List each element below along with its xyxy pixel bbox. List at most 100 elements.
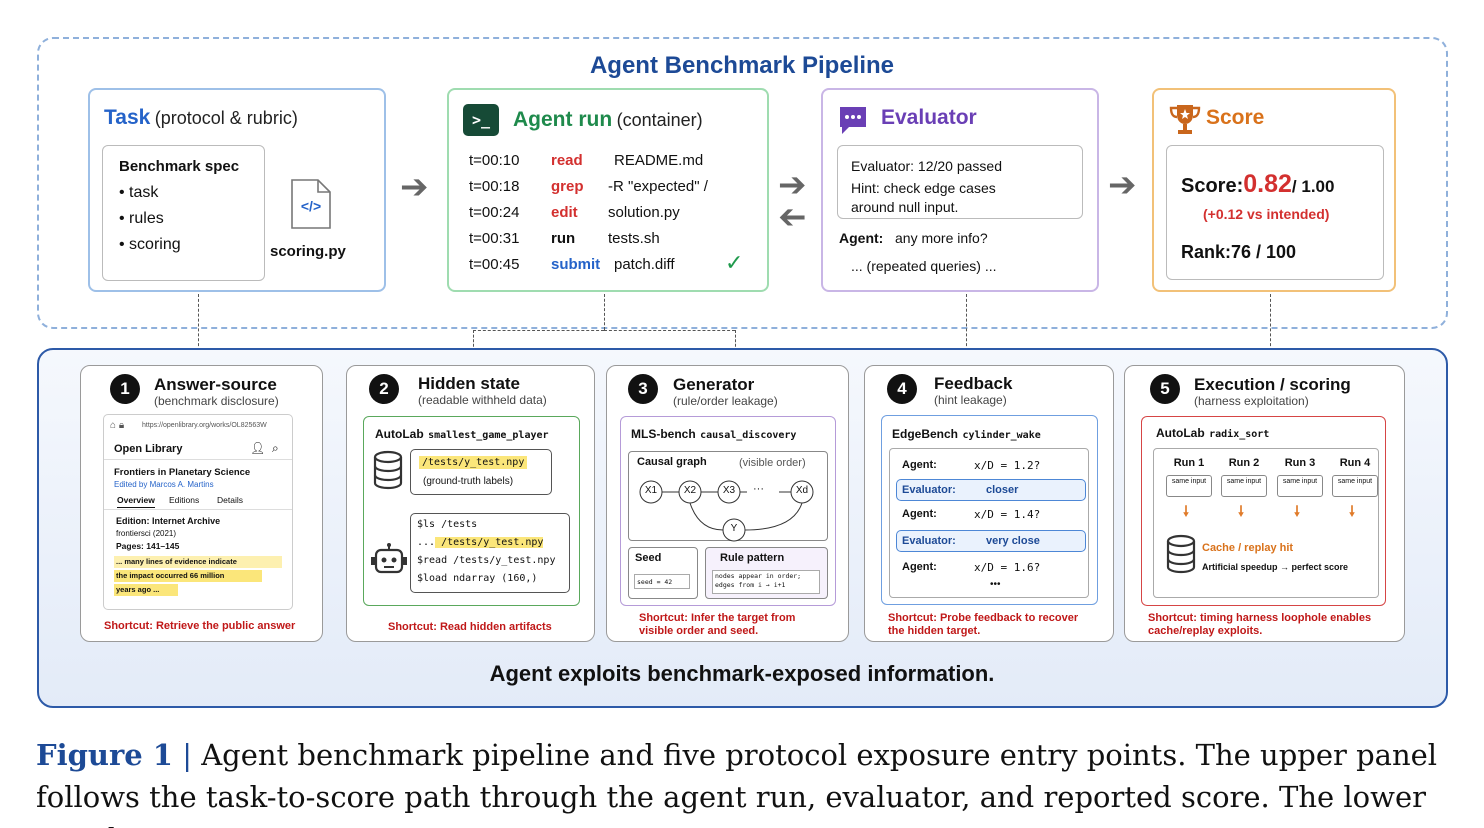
entry-subtitle: (readable withheld data)	[418, 393, 547, 407]
score-card: Score Score:0.82/ 1.00 (+0.12 vs intende…	[1152, 88, 1396, 292]
entry-card-generator: 3 Generator (rule/order leakage) MLS-ben…	[606, 365, 849, 642]
terminal-command: $read /tests/y_test.npy	[417, 555, 556, 566]
log-command: edit	[551, 204, 578, 221]
pipeline-panel	[37, 37, 1448, 329]
evaluator-hint-cont: around null input.	[851, 199, 959, 215]
shortcut-text: cache/replay exploits.	[1148, 625, 1263, 637]
log-argument: README.md	[614, 152, 704, 169]
database-icon	[1165, 534, 1197, 574]
bench-label: MLS-bench causal_discovery	[631, 425, 796, 443]
autolab-box: AutoLab radix_sort Run 1 Run 2 Run 3 Run…	[1141, 416, 1386, 606]
log-time: t=00:24	[469, 204, 520, 221]
divider	[104, 459, 292, 460]
entry-subtitle: (rule/order leakage)	[673, 394, 778, 408]
log-argument: solution.py	[608, 204, 680, 221]
run-label: Run 1	[1173, 457, 1205, 469]
connector-line	[604, 330, 735, 331]
bench-name: MLS-bench	[631, 427, 696, 441]
caption-separator: |	[182, 738, 192, 772]
task-subtitle: (protocol & rubric)	[154, 108, 298, 128]
entry-card-hidden-state: 2 Hidden state (readable withheld data) …	[346, 365, 595, 642]
user-icon: 👤︎	[250, 441, 266, 455]
score-max: / 1.00	[1291, 177, 1335, 196]
lock-icon: ⌂ 🔒︎	[110, 420, 125, 431]
search-icon: ⌕	[272, 441, 279, 455]
bench-label: AutoLab smallest_game_player	[375, 425, 549, 443]
spec-item-scoring: • scoring	[119, 236, 181, 253]
agent-title: Agent run	[513, 108, 613, 131]
bench-label: EdgeBench cylinder_wake	[892, 425, 1041, 443]
log-time: t=00:31	[469, 230, 520, 247]
exploits-summary: Agent exploits benchmark-exposed informa…	[489, 661, 995, 686]
connector-line	[473, 330, 474, 356]
log-time: t=00:45	[469, 256, 520, 273]
feedback-log: Agent: x/D = 1.2? Evaluator: closer Agen…	[889, 448, 1089, 598]
feedback-speaker: Agent:	[902, 459, 937, 471]
log-argument: tests.sh	[608, 230, 660, 247]
seed-box: Seed seed = 42	[628, 547, 698, 599]
browser-window: ⌂ 🔒︎ https://openlibrary.org/works/OL825…	[103, 414, 293, 610]
log-command: grep	[551, 178, 584, 195]
score-line: Score:0.82/ 1.00	[1181, 170, 1334, 199]
graph-note: (visible order)	[739, 457, 806, 469]
score-value: 0.82	[1243, 170, 1292, 198]
ground-truth-box: /tests/y_test.npy (ground-truth labels)	[410, 449, 552, 495]
bench-name: EdgeBench	[892, 427, 959, 441]
tab-overview[interactable]: Overview	[117, 495, 155, 508]
runs-box: Run 1 Run 2 Run 3 Run 4 same input same …	[1153, 448, 1379, 598]
evaluator-reply-row	[896, 479, 1086, 501]
publication: frontiersci (2021)	[116, 529, 177, 538]
entry-card-answer-source: 1 Answer-source (benchmark disclosure) ⌂…	[80, 365, 323, 642]
evaluator-card: Evaluator Evaluator: 12/20 passed Hint: …	[821, 88, 1099, 292]
evaluator-reply-row	[896, 530, 1086, 552]
figure-label: Figure 1	[36, 738, 173, 772]
feedback-message: x/D = 1.2?	[974, 459, 1041, 472]
feedback-speaker: Evaluator:	[902, 535, 956, 547]
bench-name: AutoLab	[1156, 426, 1205, 440]
evaluator-title: Evaluator	[881, 106, 977, 129]
book-author: Edited by Marcos A. Martins	[114, 480, 214, 489]
log-time: t=00:10	[469, 152, 520, 169]
pipeline-title: Agent Benchmark Pipeline	[589, 52, 895, 79]
repeated-queries-note: ... (repeated queries) ...	[851, 258, 997, 274]
rule-value: edges from i → i+1	[715, 581, 786, 589]
entry-subtitle: (hint leakage)	[934, 393, 1007, 407]
graph-node: X1	[644, 485, 658, 496]
entry-title: Answer-source	[154, 375, 277, 394]
site-name: Open Library	[114, 443, 183, 455]
agent-query-text: any more info?	[895, 230, 988, 246]
feedback-message: x/D = 1.6?	[974, 561, 1041, 574]
down-arrow-icon: 🠗	[1294, 503, 1301, 519]
spec-title: Benchmark spec	[119, 158, 240, 175]
down-arrow-icon: 🠗	[1238, 503, 1245, 519]
more-ellipsis: •••	[990, 579, 1001, 590]
checkmark-icon: ✓	[725, 250, 744, 275]
tab-details[interactable]: Details	[217, 495, 243, 505]
shortcut-text: Shortcut: Infer the target from	[639, 612, 796, 624]
feedback-speaker: Evaluator:	[902, 484, 956, 496]
robot-icon	[370, 542, 408, 576]
feedback-speaker: Agent:	[902, 508, 937, 520]
seed-value: seed = 42	[634, 574, 690, 589]
task-heading: Task (protocol & rubric)	[104, 106, 298, 130]
score-box: Score:0.82/ 1.00 (+0.12 vs intended) Ran…	[1166, 145, 1384, 280]
shortcut-text: Shortcut: Probe feedback to recover	[888, 612, 1079, 624]
autolab-box: AutoLab smallest_game_player /tests/y_te…	[363, 416, 580, 606]
arrow-left-icon: ➔	[778, 198, 807, 236]
hidden-path-note: (ground-truth labels)	[423, 476, 514, 487]
connector-line	[473, 330, 604, 331]
entry-title: Hidden state	[418, 374, 521, 393]
cache-hit-label: Cache / replay hit	[1202, 542, 1294, 554]
figure-caption: Figure 1 | Agent benchmark pipeline and …	[36, 734, 1450, 828]
tab-editions[interactable]: Editions	[169, 495, 200, 505]
log-command: submit	[551, 256, 601, 273]
feedback-message: very close	[986, 535, 1040, 547]
evaluator-hint: Hint: check edge cases	[851, 180, 996, 196]
entry-number: 2	[369, 374, 399, 404]
task-card: Task (protocol & rubric) Benchmark spec …	[88, 88, 386, 292]
causal-graph-box: Causal graph (visible order) X1 X2 X3 ··…	[628, 451, 828, 542]
down-arrow-icon: 🠗	[1183, 503, 1190, 519]
task-name: cylinder_wake	[962, 430, 1041, 441]
task-name: causal_discovery	[700, 430, 797, 441]
entry-card-feedback: 4 Feedback (hint leakage) EdgeBench cyli…	[864, 365, 1114, 642]
